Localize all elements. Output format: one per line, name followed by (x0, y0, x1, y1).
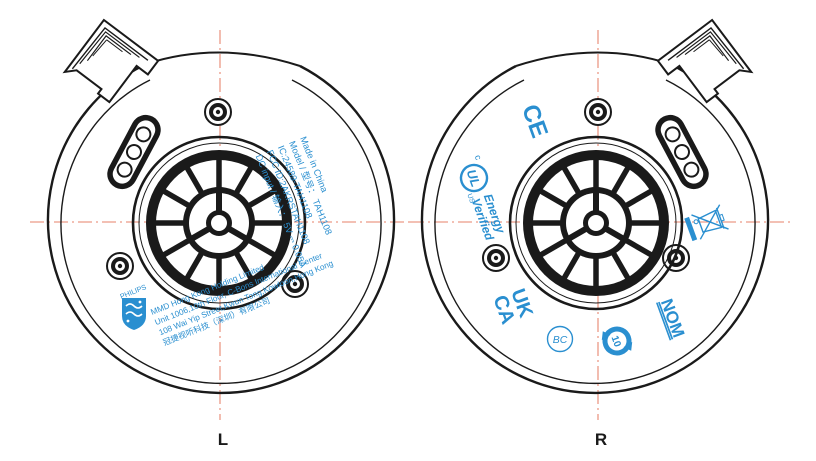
rohs-ring (602, 326, 632, 356)
weee-bin-icon (684, 204, 729, 242)
right-screw-left (482, 244, 510, 272)
ul-c-text: c (473, 153, 484, 161)
ce-mark-text: CE (516, 101, 553, 142)
bc-mark: BC (546, 325, 574, 353)
left-outer-shell (46, 51, 396, 395)
ce-mark: CE (516, 101, 553, 142)
left-earbud: Made in China Model / 型号： TAH1108 IC:245… (30, 12, 410, 420)
ul-text: UL (464, 167, 484, 188)
ukca-mark: UK CA (488, 286, 537, 327)
left-mount-tab (57, 12, 164, 109)
ul-us-text: US (465, 193, 475, 205)
right-grille (510, 137, 682, 309)
right-earbud: CE c UL US Energy Verified UK CA BC 10 (410, 12, 790, 420)
left-side-label: L (217, 430, 229, 449)
nom-text: NOM (657, 296, 688, 340)
right-screw-top (584, 98, 612, 126)
right-mount-tab (652, 12, 759, 109)
right-outer-shell (420, 51, 770, 395)
ul-energy-verified-mark: c UL US Energy Verified (459, 153, 508, 243)
right-side-label: R (594, 430, 608, 449)
bc-circle (546, 325, 574, 353)
right-charging-pins (648, 108, 716, 196)
rohs-10-mark: 10 (601, 326, 633, 356)
left-charging-pins (100, 108, 168, 196)
philips-shield-logo: PHILIPS (119, 282, 148, 330)
right-screw-right (662, 244, 690, 272)
nom-mark: NOM (656, 296, 688, 341)
left-screw-left (106, 252, 134, 280)
rohs-years: 10 (609, 334, 623, 349)
bc-text: BC (553, 334, 568, 346)
left-screw-top (204, 98, 232, 126)
ul-circle (459, 163, 489, 193)
